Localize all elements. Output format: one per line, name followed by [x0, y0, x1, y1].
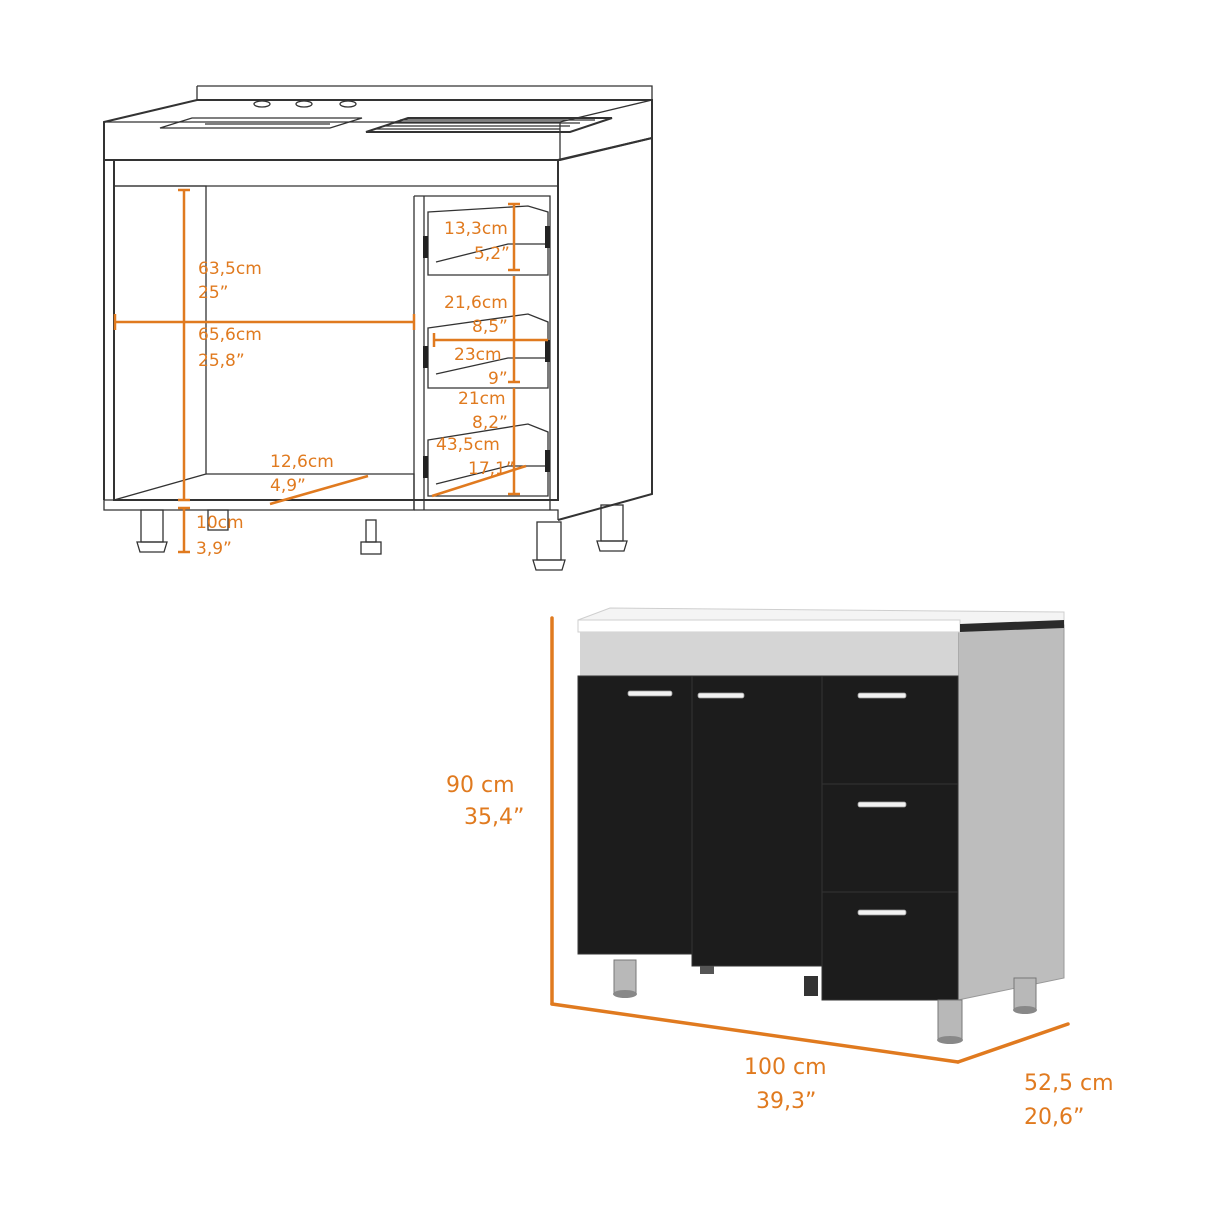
inner-width-cm: 65,6cm — [198, 325, 262, 345]
cabinet-drawer-middle — [821, 783, 959, 893]
dimension-lines-product — [550, 616, 1070, 1064]
width-cm-label: 100 cm — [744, 1055, 827, 1080]
cabinet-legs — [613, 959, 1037, 1044]
drawer-depth-in: 17,1” — [468, 459, 515, 479]
cabinet-door-left — [577, 675, 693, 955]
drawer3-height-cm: 21cm — [458, 389, 506, 409]
cabinet-door-right — [691, 675, 823, 967]
cabinet-handles — [627, 690, 907, 916]
drawer-width-cm: 23cm — [454, 345, 502, 365]
drawer2-height-cm: 21,6cm — [444, 293, 508, 313]
inner-height-cm: 63,5cm — [198, 259, 262, 279]
cabinet-side-panel — [957, 623, 1065, 1001]
leg-height-in: 3,9” — [196, 539, 232, 559]
cabinet-apron — [580, 632, 958, 676]
inner-height-in: 25” — [198, 283, 228, 303]
drawer-depth-cm: 43,5cm — [436, 435, 500, 455]
cabinet-drawer-top — [821, 675, 959, 785]
drawing-labels: 63,5cm 25” 65,6cm 25,8” 12,6cm 4,9” 10cm… — [196, 219, 515, 559]
depth-cm-label: 52,5 cm — [1024, 1071, 1114, 1096]
height-cm-label: 90 cm — [446, 773, 515, 798]
floor-depth-cm: 12,6cm — [270, 452, 334, 472]
cabinet-drawer-bottom — [821, 891, 959, 1001]
drawer-width-in: 9” — [488, 369, 508, 389]
countertop — [577, 619, 961, 633]
height-in-label: 35,4” — [464, 805, 524, 830]
drawer1-height-cm: 13,3cm — [444, 219, 508, 239]
line-drawing: 63,5cm 25” 65,6cm 25,8” 12,6cm 4,9” 10cm… — [103, 85, 653, 571]
leg-height-cm: 10cm — [196, 513, 244, 533]
product-labels: 90 cm 35,4” 100 cm 39,3” 52,5 cm 20,6” — [446, 773, 1114, 1130]
drawer3-height-in: 8,2” — [472, 413, 508, 433]
depth-in-label: 20,6” — [1024, 1105, 1084, 1130]
dimension-lines-drawing — [113, 188, 548, 554]
inner-width-in: 25,8” — [198, 351, 245, 371]
product-render: 90 cm 35,4” 100 cm 39,3” 52,5 cm 20,6” — [446, 607, 1114, 1130]
width-in-label: 39,3” — [756, 1089, 816, 1114]
drawer1-height-in: 5,2” — [474, 244, 510, 264]
drawer2-height-in: 8,5” — [472, 317, 508, 337]
floor-depth-in: 4,9” — [270, 476, 306, 496]
